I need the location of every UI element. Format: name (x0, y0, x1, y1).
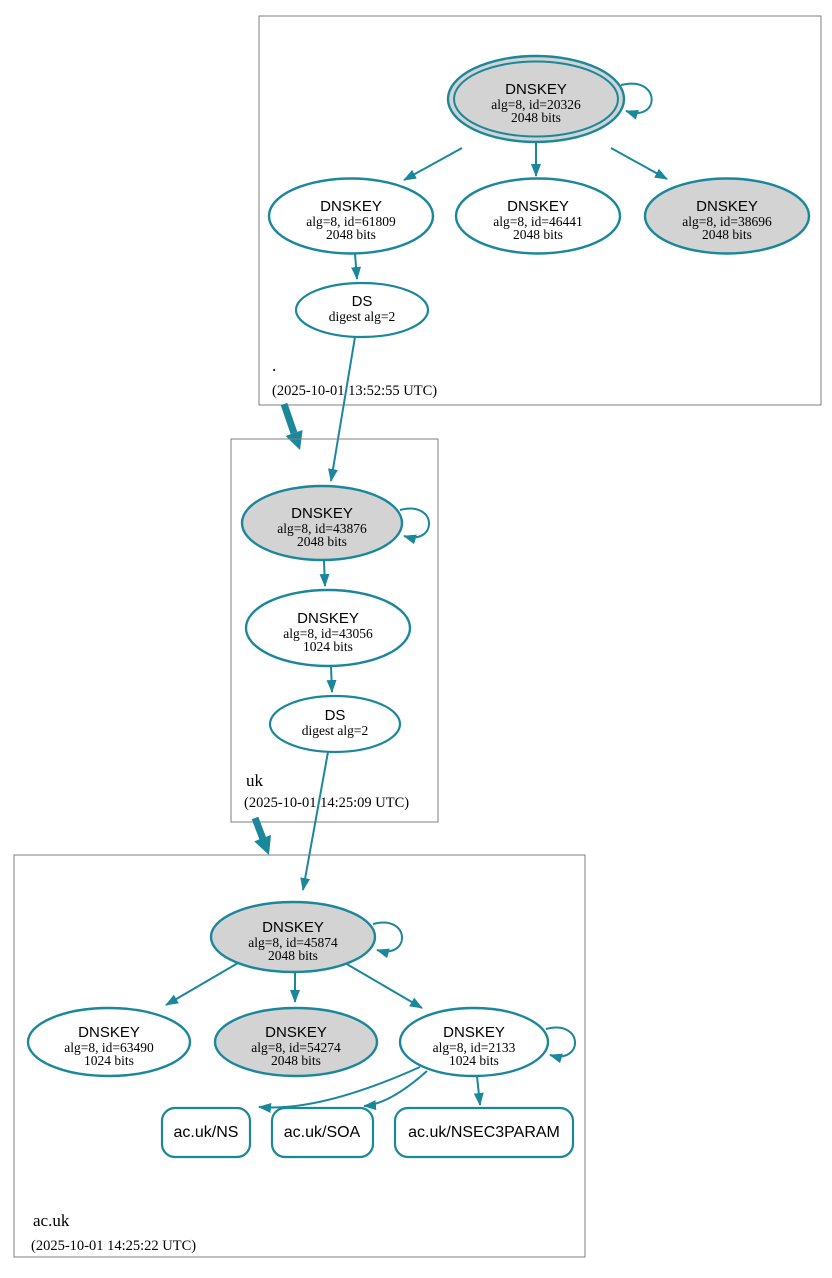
ds-root-title: DS (352, 293, 373, 310)
record-acuk-soa[interactable]: ac.uk/SOA (270, 1106, 375, 1159)
ds-root-detail: digest alg=2 (329, 309, 395, 324)
zone-timestamp-root: (2025-10-01 13:52:55 UTC) (272, 383, 437, 399)
record-acuk-soa-label: ac.uk/SOA (284, 1124, 361, 1141)
dnskey-46441-title: DNSKEY (507, 198, 569, 215)
edge-43056-to-ds (326, 665, 337, 693)
edge-43876-to-43056 (319, 560, 330, 587)
delegation-arrow-root-to-uk (280, 402, 303, 450)
zone-label-uk: uk (246, 771, 264, 790)
node-dnskey-45874[interactable]: DNSKEY alg=8, id=45874 2048 bits (209, 900, 377, 974)
dnskey-45874-detail: alg=8, id=45874 (248, 935, 338, 950)
edge-2133-to-ns (258, 1066, 421, 1113)
zone-uk: DNSKEY alg=8, id=43876 2048 bits DNSKEY … (230, 438, 439, 823)
edge-45874-to-2133 (344, 962, 423, 1009)
dnskey-54274-detail: alg=8, id=54274 (251, 1040, 341, 1055)
self-loop-dnskey-2133 (545, 1026, 576, 1064)
dnskey-38696-title: DNSKEY (696, 198, 758, 215)
dnskey-2133-bits: 1024 bits (449, 1053, 499, 1068)
node-dnskey-43876[interactable]: DNSKEY alg=8, id=43876 2048 bits (240, 484, 404, 562)
edge-2133-to-soa (363, 1070, 428, 1111)
dnskey-45874-bits: 2048 bits (268, 948, 318, 963)
node-dnskey-46441[interactable]: DNSKEY alg=8, id=46441 2048 bits (454, 177, 622, 255)
node-ds-root[interactable]: DS digest alg=2 (294, 281, 430, 339)
zone-acuk: DNSKEY alg=8, id=45874 2048 bits DNSKEY … (13, 854, 586, 1258)
dnskey-54274-bits: 2048 bits (271, 1053, 321, 1068)
node-dnskey-2133[interactable]: DNSKEY alg=8, id=2133 1024 bits (398, 1006, 550, 1078)
ds-uk-detail: digest alg=2 (302, 723, 368, 738)
self-loop-dnskey-20326 (620, 82, 653, 120)
node-dnskey-43056[interactable]: DNSKEY alg=8, id=43056 1024 bits (244, 588, 412, 668)
self-loop-dnskey-43876 (399, 507, 430, 545)
record-acuk-nsec3param[interactable]: ac.uk/NSEC3PARAM (393, 1106, 575, 1159)
node-ds-uk[interactable]: DS digest alg=2 (268, 694, 402, 754)
dnskey-38696-detail: alg=8, id=38696 (682, 214, 772, 229)
dnskey-63490-title: DNSKEY (78, 1024, 140, 1041)
record-acuk-nsec3param-label: ac.uk/NSEC3PARAM (408, 1124, 560, 1141)
dnskey-63490-detail: alg=8, id=63490 (64, 1040, 154, 1055)
record-acuk-ns-label: ac.uk/NS (174, 1124, 239, 1141)
edge-20326-to-38696 (610, 147, 668, 180)
edge-ds-uk-to-dnskey-45874 (300, 751, 329, 891)
dnskey-20326-title: DNSKEY (505, 81, 567, 98)
zone-timestamp-uk: (2025-10-01 14:25:09 UTC) (244, 795, 409, 811)
zone-label-acuk: ac.uk (33, 1211, 70, 1230)
dnskey-43056-detail: alg=8, id=43056 (283, 626, 373, 641)
zone-box-root (258, 15, 822, 406)
dnskey-43876-detail: alg=8, id=43876 (277, 521, 367, 536)
dnskey-45874-title: DNSKEY (262, 919, 324, 936)
dnskey-54274-title: DNSKEY (265, 1024, 327, 1041)
node-dnskey-54274[interactable]: DNSKEY alg=8, id=54274 2048 bits (213, 1006, 379, 1078)
zone-box-acuk (13, 854, 586, 1258)
zone-root: DNSKEY alg=8, id=20326 2048 bits DNSKEY … (258, 15, 822, 406)
node-dnskey-20326[interactable]: DNSKEY alg=8, id=20326 2048 bits (446, 54, 626, 144)
dnskey-46441-bits: 2048 bits (513, 227, 563, 242)
node-dnskey-63490[interactable]: DNSKEY alg=8, id=63490 1024 bits (26, 1006, 192, 1078)
edge-20326-to-61809 (403, 147, 463, 181)
dnskey-43876-title: DNSKEY (291, 505, 353, 522)
edge-61809-to-ds (351, 253, 362, 280)
dnskey-2133-title: DNSKEY (443, 1024, 505, 1041)
dnskey-43876-bits: 2048 bits (297, 534, 347, 549)
dnskey-46441-detail: alg=8, id=46441 (493, 214, 582, 229)
edge-2133-to-nsec3param (473, 1075, 484, 1106)
dnskey-20326-bits: 2048 bits (511, 110, 561, 125)
dnskey-20326-detail: alg=8, id=20326 (491, 97, 581, 112)
node-dnskey-38696[interactable]: DNSKEY alg=8, id=38696 2048 bits (643, 177, 811, 255)
self-loop-dnskey-45874 (372, 921, 403, 959)
dnskey-61809-title: DNSKEY (320, 198, 382, 215)
dnskey-43056-bits: 1024 bits (303, 639, 353, 654)
dnskey-61809-detail: alg=8, id=61809 (306, 214, 396, 229)
dnskey-38696-bits: 2048 bits (702, 227, 752, 242)
zone-label-root: . (272, 356, 276, 375)
record-acuk-ns[interactable]: ac.uk/NS (160, 1106, 252, 1159)
edge-ds-root-to-dnskey-43876 (328, 336, 356, 482)
dnskey-43056-title: DNSKEY (297, 610, 359, 627)
delegation-arrow-uk-to-acuk (251, 816, 271, 855)
ds-uk-title: DS (325, 707, 346, 724)
node-dnskey-61809[interactable]: DNSKEY alg=8, id=61809 2048 bits (267, 177, 435, 255)
zone-timestamp-acuk: (2025-10-01 14:25:22 UTC) (31, 1238, 196, 1254)
dnskey-61809-bits: 2048 bits (326, 227, 376, 242)
zone-box-uk (230, 438, 439, 823)
dnskey-63490-bits: 1024 bits (84, 1053, 134, 1068)
edge-45874-to-63490 (165, 962, 239, 1006)
dnskey-2133-detail: alg=8, id=2133 (433, 1040, 516, 1055)
